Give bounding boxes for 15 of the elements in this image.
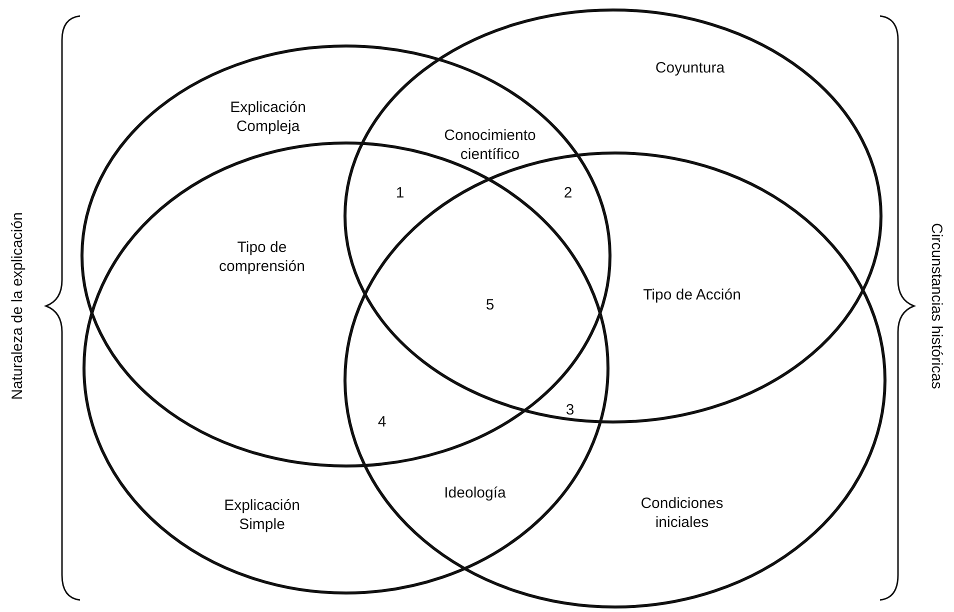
region-label: Coyuntura bbox=[654, 58, 726, 78]
region-label: Tipo de Acción bbox=[642, 286, 742, 304]
axis-label: Naturaleza de la explicación bbox=[9, 212, 27, 400]
region-number: 3 bbox=[564, 400, 576, 420]
axis-label: Circunstancias históricas bbox=[927, 223, 945, 389]
region-label: Explicación Compleja bbox=[229, 98, 307, 136]
region-number: 4 bbox=[376, 412, 388, 432]
region-label: Ideología bbox=[443, 484, 507, 502]
region-number: 2 bbox=[562, 184, 574, 202]
region-label: Condiciones iniciales bbox=[640, 494, 724, 532]
region-label: Explicación Simple bbox=[223, 496, 301, 534]
region-label: Tipo de comprensión bbox=[218, 238, 306, 276]
region-number: 1 bbox=[394, 184, 406, 202]
region-label: Conocimiento científico bbox=[443, 126, 537, 164]
region-number: 5 bbox=[484, 296, 496, 314]
